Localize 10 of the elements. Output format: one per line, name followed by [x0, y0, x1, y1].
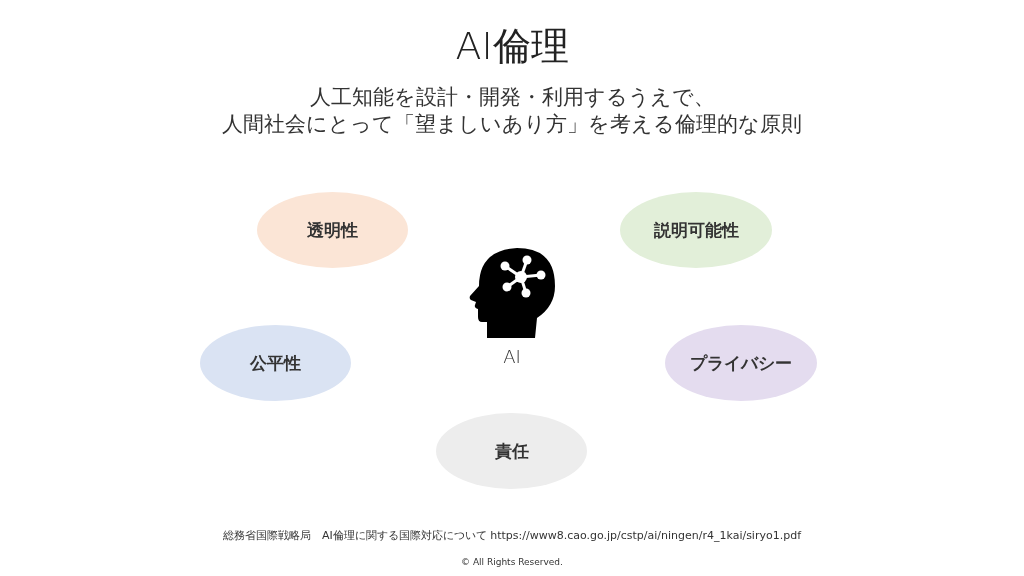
ellipse-node: 説明可能性: [620, 192, 772, 268]
ellipse-node: 公平性: [200, 325, 351, 401]
subtitle-text: 人工知能を設計・開発・利用するうえで、人間社会にとって「望ましいあり方」を考える倫理的な原則: [221, 84, 803, 138]
ellipse-node: プライバシー: [665, 325, 817, 401]
ellipse-node: 責任: [436, 413, 587, 489]
page-title: AI倫理: [455, 23, 569, 70]
source-citation: 総務省国際戦略局 AI倫理に関する国際対応について https://www8.cao.go.jp/cstp/ai/ningen/r4_1kai/siryo1.pdf: [222, 528, 802, 543]
ellipse-node: 透明性: [257, 192, 408, 268]
node-label: AI: [503, 346, 521, 368]
copyright-notice: © All Rights Reserved.: [461, 556, 563, 568]
